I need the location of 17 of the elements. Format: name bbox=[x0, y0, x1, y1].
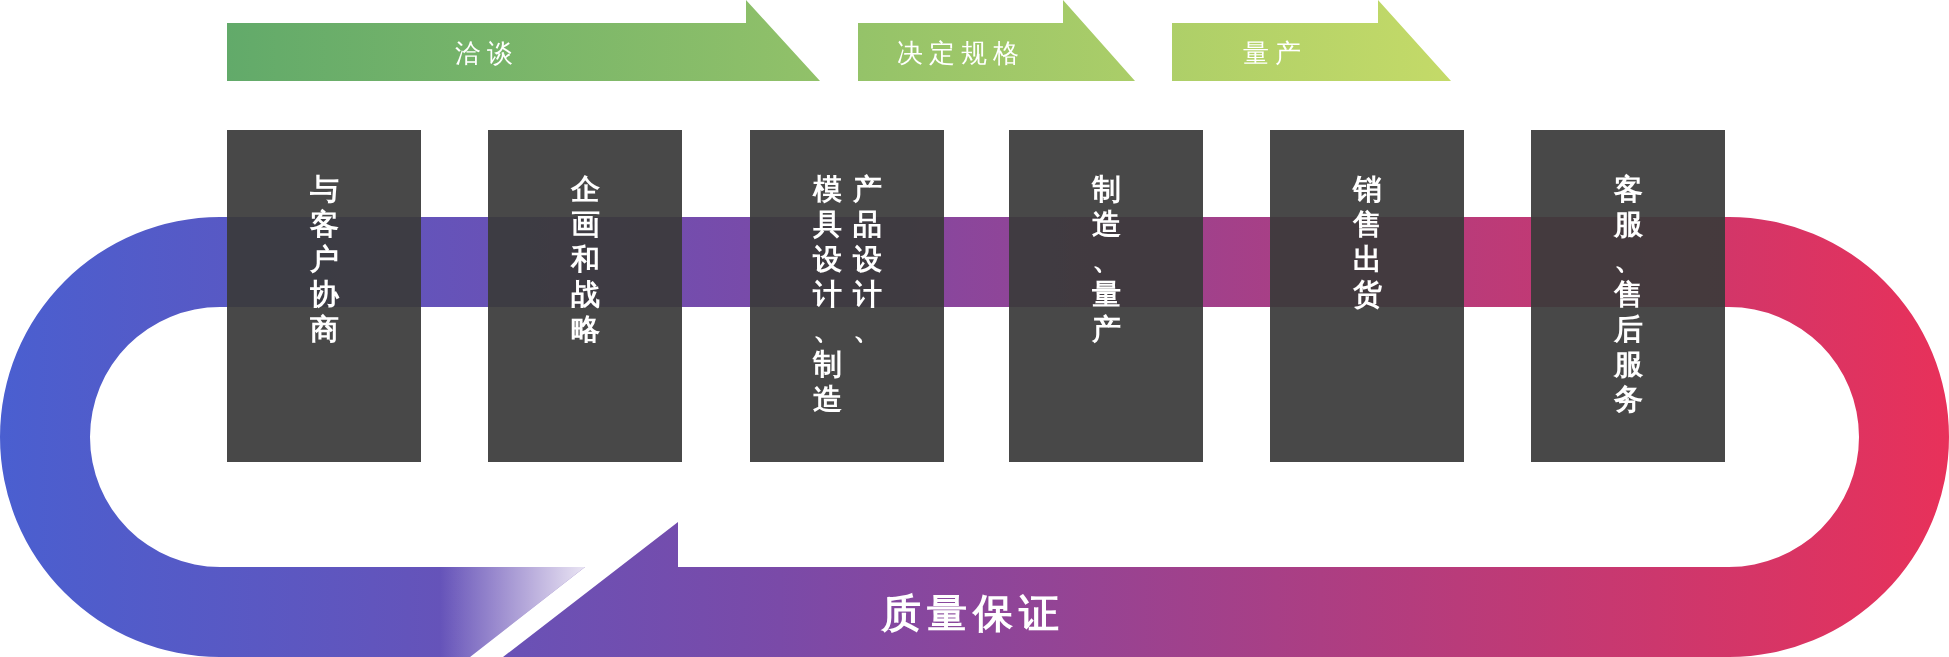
phase-label: 洽谈 bbox=[454, 36, 519, 70]
step-label: 企画和战略 bbox=[570, 172, 600, 347]
loop-label: 质量保证 bbox=[881, 588, 1065, 638]
step-box bbox=[488, 130, 682, 462]
step-box bbox=[1270, 130, 1464, 462]
step-label: 制造、量产 bbox=[1091, 172, 1121, 347]
step-box bbox=[1531, 130, 1725, 462]
step-box bbox=[750, 130, 944, 462]
step-box bbox=[1009, 130, 1203, 462]
step-label: 客服、售后服务 bbox=[1613, 172, 1643, 417]
phase-label: 决定规格 bbox=[896, 36, 1025, 70]
step-label: 模具设计、制造 bbox=[812, 172, 842, 417]
step-label: 销售出货 bbox=[1352, 172, 1382, 312]
phase-label: 量产 bbox=[1243, 36, 1307, 70]
step-label: 产品设计、 bbox=[852, 172, 882, 347]
step-label: 与客户协商 bbox=[309, 172, 339, 347]
step-box bbox=[227, 130, 421, 462]
